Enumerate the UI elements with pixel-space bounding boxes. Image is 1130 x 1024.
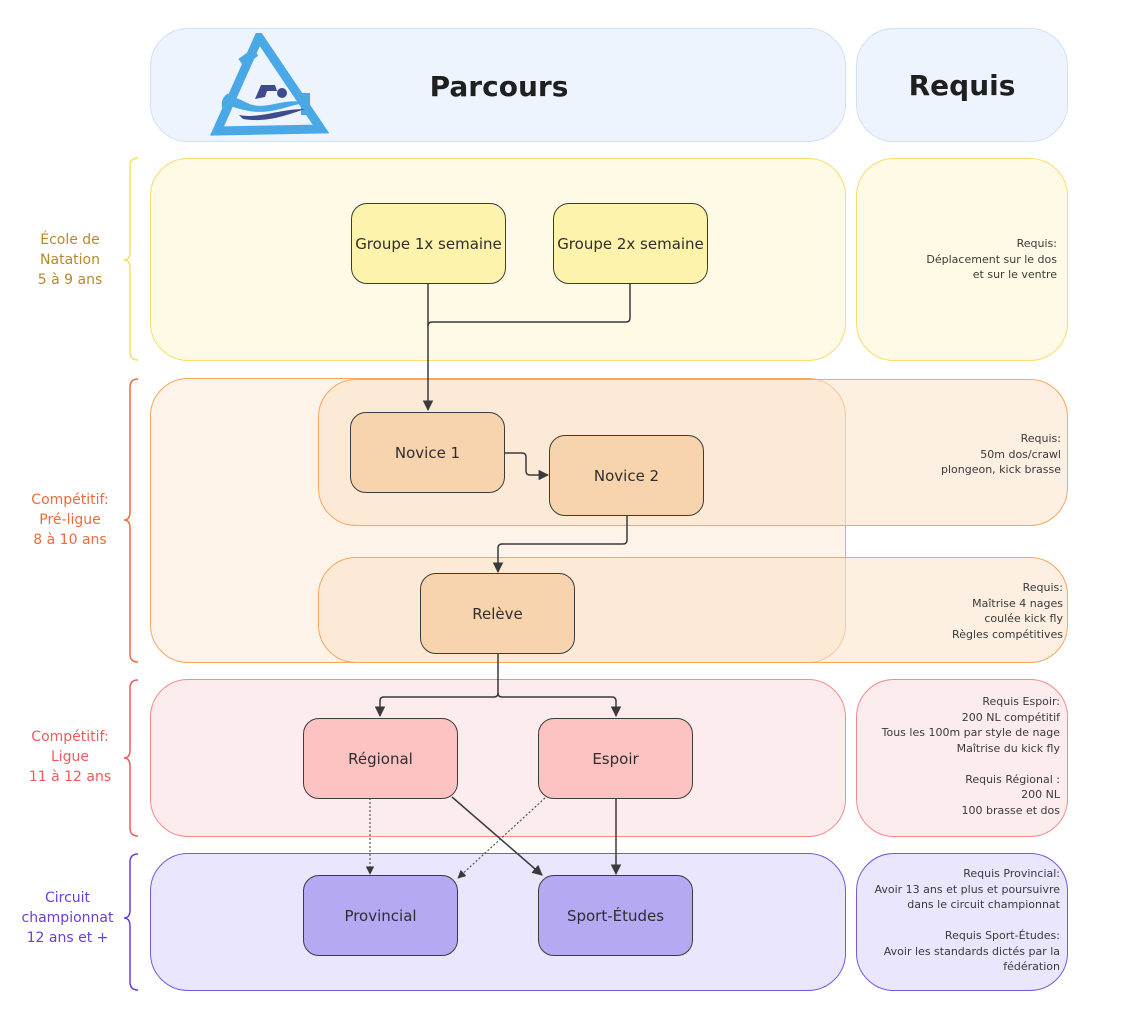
node-espoir[interactable]: Espoir [538, 718, 693, 799]
node-novice-2[interactable]: Novice 2 [549, 435, 704, 516]
node-sport-etudes[interactable]: Sport-Études [538, 875, 693, 956]
requirements-text-novice: Requis: 50m dos/crawl plongeon, kick bra… [940, 432, 1061, 476]
section-band-ligue [150, 679, 846, 837]
node-provincial[interactable]: Provincial [303, 875, 458, 956]
section-label-ligue: Compétitif: Ligue 11 à 12 ans [28, 729, 112, 785]
section-label-preligue: Compétitif: Pré-ligue 8 à 10 ans [31, 492, 109, 548]
node-novice-1[interactable]: Novice 1 [350, 412, 505, 493]
node-regional[interactable]: Régional [303, 718, 458, 799]
requirements-header: Requis [856, 28, 1068, 142]
requirements-box-ecole [856, 158, 1068, 361]
swimmer-triangle-logo-icon [210, 33, 329, 136]
node-groupe-2x[interactable]: Groupe 2x semaine [553, 203, 708, 284]
brace-ecole [123, 157, 139, 361]
brace-championnat [123, 853, 139, 991]
section-label-championnat: Circuit championnat 12 ans et + [21, 890, 114, 946]
section-label-ecole: École de Natation 5 à 9 ans [37, 232, 103, 288]
requirements-text-releve: Requis: Maîtrise 4 nages coulée kick fly… [952, 581, 1063, 641]
section-band-championnat [150, 853, 846, 991]
header-parcours: Parcours [150, 28, 846, 142]
requirements-text-championnat: Requis Provincial: Avoir 13 ans et plus … [874, 867, 1060, 973]
requirements-box-ligue [856, 679, 1068, 837]
brace-ligue [123, 679, 139, 837]
brace-preligue [123, 378, 139, 663]
requirements-text-ligue: Requis Espoir: 200 NL compétitif Tous le… [881, 695, 1060, 817]
requirements-text-ecole: Requis: Déplacement sur le dos et sur le… [926, 237, 1057, 281]
page-title: Parcours [429, 69, 569, 103]
node-releve[interactable]: Relève [420, 573, 575, 654]
node-groupe-1x[interactable]: Groupe 1x semaine [351, 203, 506, 284]
requirements-box-championnat [856, 853, 1068, 991]
